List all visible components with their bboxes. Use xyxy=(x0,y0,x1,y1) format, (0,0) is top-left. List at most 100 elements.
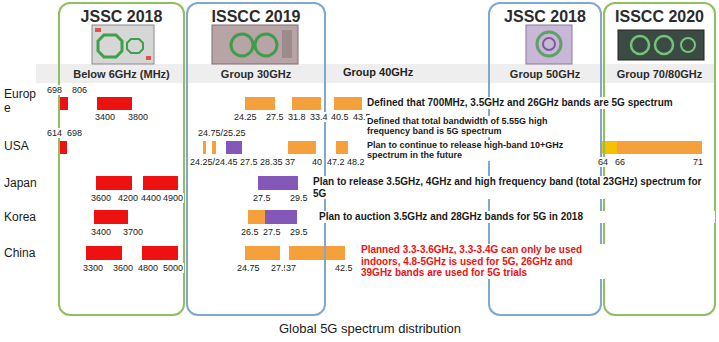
spectrum-bar xyxy=(258,176,298,190)
frequency-label: 66 xyxy=(614,157,626,167)
band-heading: Group 30GHz xyxy=(188,68,324,80)
inductor xyxy=(655,36,673,54)
spectrum-bar xyxy=(248,210,265,224)
policy-note: Planned 3.3-3.6GHz, 3.3-3.4G can only be… xyxy=(360,244,607,279)
spectrum-bar xyxy=(212,141,216,154)
chip-photo xyxy=(212,25,298,64)
chip-photo xyxy=(618,30,704,60)
chip-die xyxy=(618,30,704,60)
frequency-label: 3700 xyxy=(122,227,144,237)
spectrum-bar xyxy=(289,246,345,260)
policy-note: Plan to auction 3.5GHz and 28GHz bands f… xyxy=(318,211,715,223)
region-label: China xyxy=(3,247,36,261)
frequency-label: 42.5 xyxy=(334,263,354,273)
frequency-label: 28.35 xyxy=(259,157,284,167)
group-title: JSSC 2018 xyxy=(60,8,183,26)
frequency-label: 27.5 xyxy=(239,157,259,167)
inductor xyxy=(127,39,143,53)
spectrum-bar xyxy=(226,141,242,154)
frequency-label: 3400 xyxy=(94,112,116,122)
frequency-label: 71 xyxy=(692,157,704,167)
region-label: Korea xyxy=(3,211,37,225)
spectrum-bar xyxy=(203,141,206,154)
frequency-label: 4800 xyxy=(137,263,159,273)
frequency-label: 27.5 xyxy=(252,193,272,203)
frequency-label: 37 xyxy=(285,263,297,273)
chip-photo xyxy=(526,25,572,64)
band-heading: Below 6GHz (MHz) xyxy=(60,68,183,80)
frequency-label: 24.75 xyxy=(236,263,261,273)
spectrum-bar xyxy=(94,210,128,224)
band-heading: Group 40GHz xyxy=(342,66,414,79)
frequency-label: 4400 xyxy=(140,193,162,203)
region-label: USA xyxy=(3,140,30,154)
frequency-label: 47.2 xyxy=(326,157,346,167)
circuit-block xyxy=(282,30,292,58)
frequency-label: 29.5 xyxy=(289,193,309,203)
frequency-label: 29.5 xyxy=(289,227,309,237)
policy-note: Defined that total bandwidth of 5.55G hi… xyxy=(366,116,593,137)
frequency-label: 64 xyxy=(597,157,609,167)
inductor xyxy=(231,34,253,56)
group-title: ISSCC 2019 xyxy=(188,8,324,26)
frequency-label: 48.2 xyxy=(346,157,366,167)
policy-note: Plan to continue to release high-band 10… xyxy=(366,140,593,161)
frequency-label: 24.25 xyxy=(233,112,258,122)
frequency-label: 40.5 xyxy=(330,112,350,122)
frequency-label: 614 xyxy=(46,128,63,138)
frequency-label: 3400 xyxy=(90,227,112,237)
spectrum-bar xyxy=(86,246,122,260)
chip-die xyxy=(212,25,298,64)
spectrum-bar xyxy=(334,97,362,110)
band-heading: Group 50GHz xyxy=(490,68,600,80)
frequency-label: 31.8 xyxy=(287,112,307,122)
frequency-label: 37 xyxy=(284,157,296,167)
frequency-label: 4200 xyxy=(117,193,139,203)
frequency-label: 24.75/25.25 xyxy=(197,128,247,138)
frequency-label: 27.5 xyxy=(265,112,285,122)
frequency-label: 3600 xyxy=(112,263,134,273)
policy-note: Plan to release 3.5GHz, 4GHz and high fr… xyxy=(312,176,714,199)
spectrum-bar xyxy=(265,210,297,224)
inductor xyxy=(631,36,649,54)
frequency-label: 33.4 xyxy=(309,112,329,122)
spectrum-bar xyxy=(245,97,275,110)
inductor xyxy=(543,38,555,50)
header-band xyxy=(36,64,716,83)
frequency-label: 3800 xyxy=(127,112,149,122)
spectrum-bar xyxy=(60,97,68,110)
spectrum-bar xyxy=(60,141,67,154)
frequency-label: 698 xyxy=(46,85,63,95)
frequency-label: 26.5 xyxy=(240,227,260,237)
spectrum-bar xyxy=(97,97,132,110)
frequency-label: 3600 xyxy=(90,193,112,203)
region-label: Japan xyxy=(3,177,38,191)
spectrum-bar xyxy=(288,141,316,154)
policy-note: Defined that 700MHz, 3.5GHz and 26GHz ba… xyxy=(366,97,674,109)
group-title: JSSC 2018 xyxy=(490,8,600,26)
inductor xyxy=(255,34,277,56)
chip-die xyxy=(92,25,154,64)
figure-caption: Global 5G spectrum distribution xyxy=(200,321,540,336)
spectrum-bar xyxy=(292,97,321,110)
frequency-label: 4900 xyxy=(162,193,184,203)
spectrum-bar xyxy=(96,176,132,190)
region-label: Europ e xyxy=(3,88,41,116)
group-title: ISSCC 2020 xyxy=(605,8,714,26)
spectrum-bar xyxy=(142,246,178,260)
frequency-label: 806 xyxy=(71,85,88,95)
chip-die xyxy=(526,25,572,64)
inductor xyxy=(537,32,561,56)
pad xyxy=(146,56,151,60)
spectrum-bar xyxy=(336,141,348,154)
frequency-label: 40 xyxy=(311,157,323,167)
frequency-label: 3300 xyxy=(82,263,104,273)
spectrum-bar xyxy=(245,246,280,260)
chip-photo xyxy=(92,25,154,64)
frequency-label: 698 xyxy=(66,128,83,138)
spectrum-bar xyxy=(143,176,178,190)
pad xyxy=(95,28,101,32)
frequency-label: 27.5 xyxy=(262,227,282,237)
frequency-label: 24.25/24.45 xyxy=(189,157,239,167)
